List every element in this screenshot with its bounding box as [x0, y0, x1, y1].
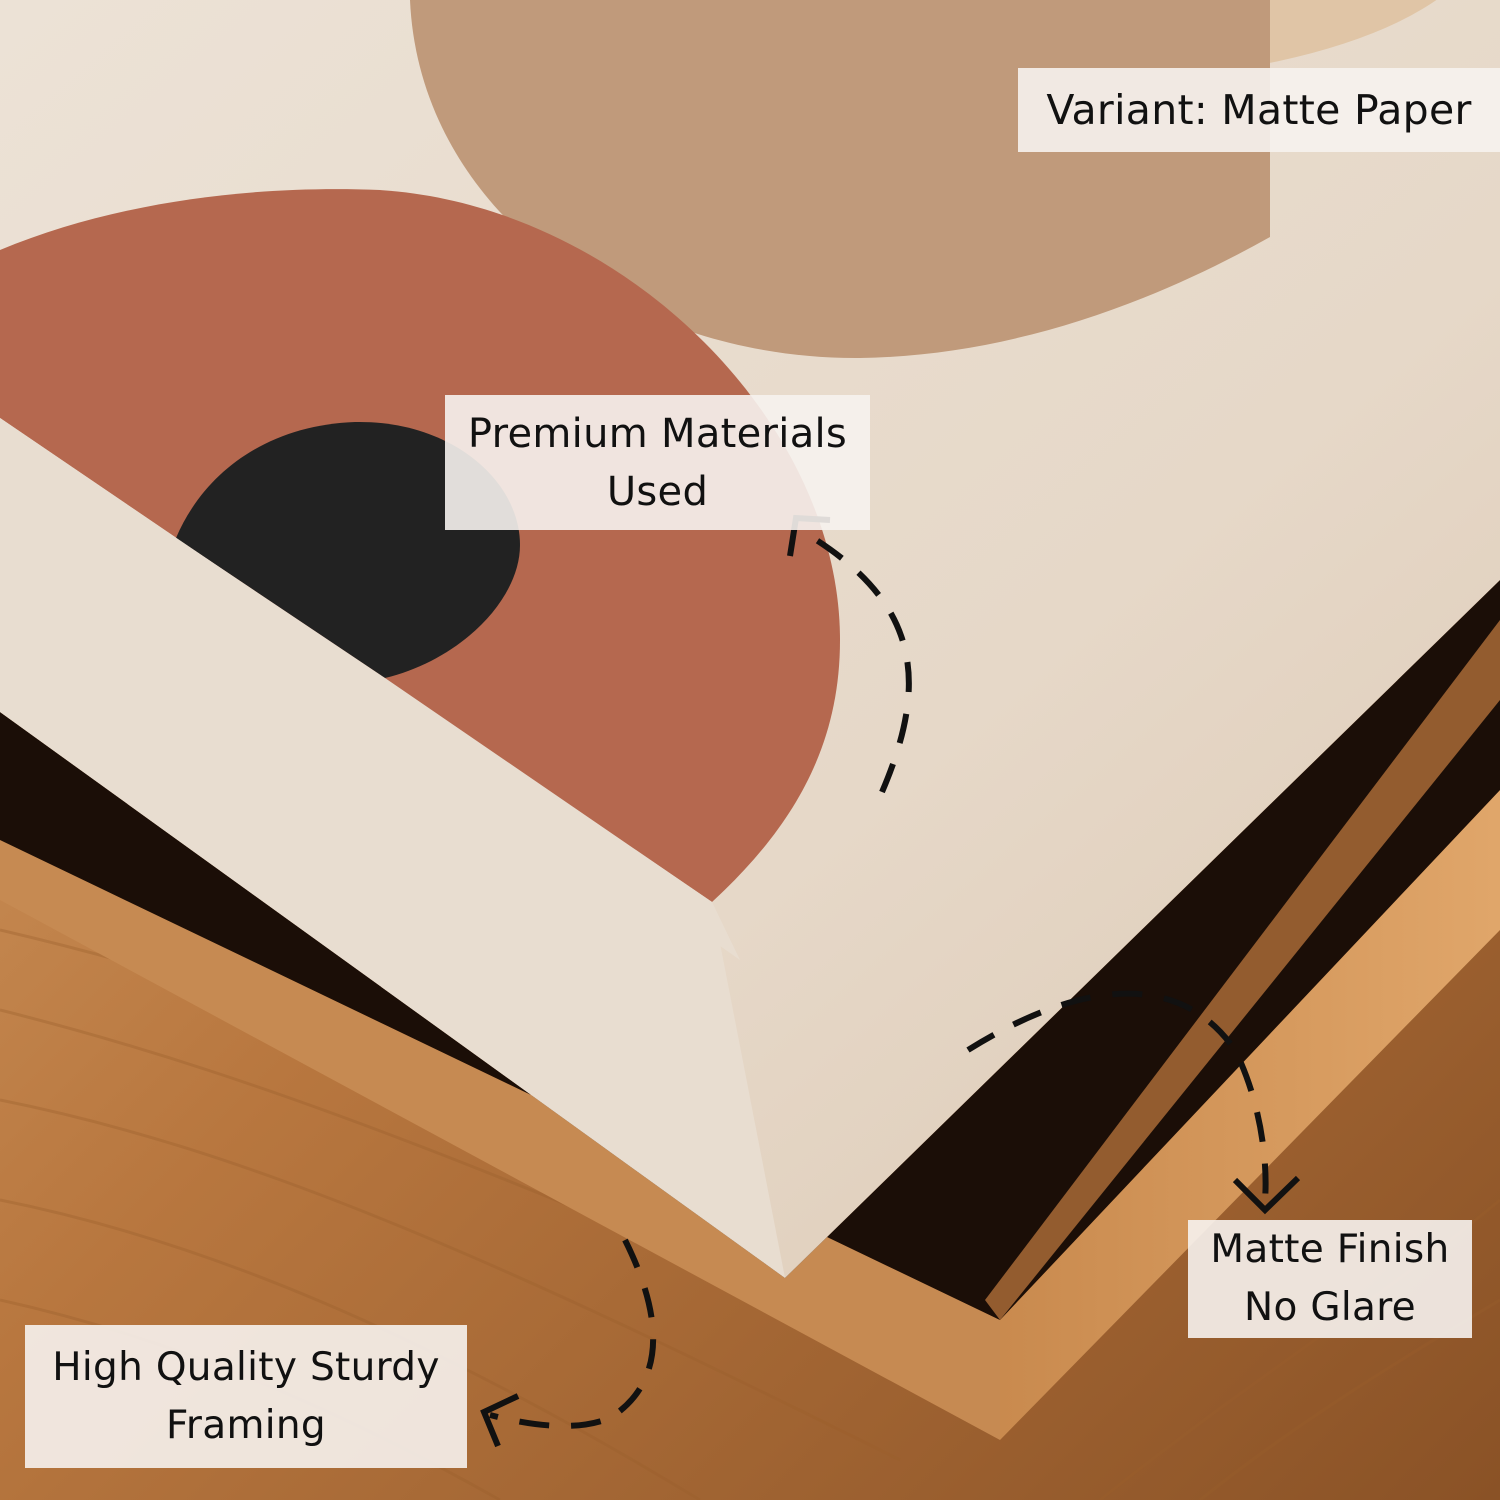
framing-line-1: High Quality Sturdy [52, 1344, 440, 1390]
matte-finish-label: Matte Finish No Glare [1188, 1220, 1472, 1338]
print-artwork [0, 0, 1490, 1278]
dashed-arrow-icon [480, 1238, 657, 1448]
tan-shape [409, 0, 1270, 359]
matte-line-1: Matte Finish [1210, 1227, 1450, 1272]
variant-label: Variant: Matte Paper [1018, 68, 1500, 152]
premium-line-2: Used [606, 468, 709, 515]
framing-label: High Quality Sturdy Framing [25, 1325, 467, 1468]
variant-text: Variant: Matte Paper [1046, 86, 1472, 134]
premium-line-1: Premium Materials [467, 410, 848, 457]
premium-materials-label: Premium Materials Used [445, 395, 870, 530]
frame-inner-wall [985, 620, 1500, 1320]
print-border [0, 418, 785, 1278]
dashed-arrow-icon [966, 990, 1301, 1215]
frame-edge-right [1000, 790, 1500, 1440]
frame-edge [0, 840, 1000, 1440]
matte-line-2: No Glare [1244, 1285, 1416, 1330]
framing-line-2: Framing [166, 1402, 326, 1448]
black-shape [176, 421, 520, 678]
